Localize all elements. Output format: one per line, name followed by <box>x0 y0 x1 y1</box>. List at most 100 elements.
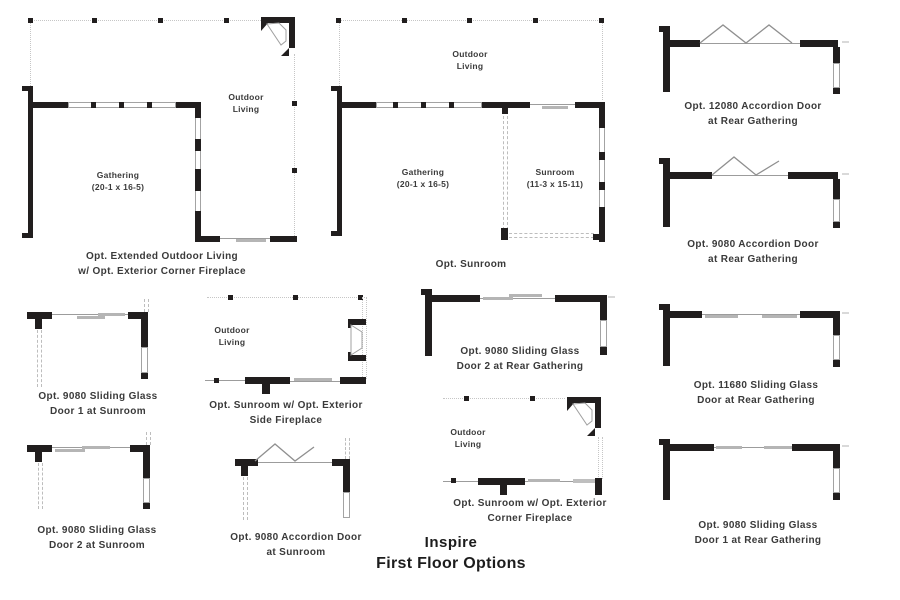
door-track <box>220 238 270 239</box>
wall-cap <box>331 86 342 91</box>
wall <box>833 451 840 468</box>
wall-beyond <box>148 299 149 312</box>
accordion-door-icon <box>711 156 780 176</box>
wall-post <box>91 102 96 108</box>
room-label-sunroom: Sunroom (11-3 x 15-11) <box>526 167 584 189</box>
wall-reference <box>842 173 849 175</box>
side-fireplace-icon <box>348 319 366 361</box>
wall <box>663 439 670 500</box>
wall-cap <box>833 493 840 500</box>
accordion-door-icon <box>699 24 793 44</box>
wall <box>663 304 670 366</box>
wall <box>670 172 712 179</box>
column-post <box>530 396 535 401</box>
wall <box>833 318 840 335</box>
door-track <box>290 381 340 382</box>
wall <box>432 295 480 302</box>
wall <box>663 158 670 227</box>
wall <box>195 139 201 151</box>
door-track <box>530 104 575 105</box>
wall-post <box>449 102 454 108</box>
plan-caption: Opt. Sunroom w/ Opt. Exterior Corner Fir… <box>453 498 607 524</box>
patio-boundary <box>366 297 367 379</box>
wall-post <box>147 102 152 108</box>
column-post <box>158 18 163 23</box>
window <box>833 335 840 360</box>
accordion-door-icon <box>254 443 315 462</box>
corner-fireplace-icon <box>261 17 295 56</box>
door-track <box>52 314 128 315</box>
wall-cap <box>833 360 840 367</box>
wall <box>270 236 297 242</box>
wall <box>600 302 607 320</box>
wall-beyond <box>42 463 43 509</box>
wall <box>663 26 670 92</box>
wall <box>176 102 201 108</box>
window <box>141 347 148 373</box>
wall <box>195 236 220 242</box>
wall-cap <box>22 233 33 238</box>
window <box>143 478 150 503</box>
wall-cap <box>593 234 601 240</box>
sheet-title-plan-name: Inspire <box>424 534 478 551</box>
wall <box>143 452 150 478</box>
wall-beyond <box>243 477 244 520</box>
sunroom-partition <box>509 237 594 238</box>
sliding-door-panel <box>509 294 542 297</box>
wall <box>141 319 148 347</box>
wall-stub <box>241 466 248 476</box>
plan-caption: Opt. Extended Outdoor Living w/ Opt. Ext… <box>78 251 246 277</box>
wall-cap <box>143 503 150 509</box>
column-post <box>28 18 33 23</box>
plan-caption: Opt. 9080 Accordion Door at Rear Gatheri… <box>687 239 819 265</box>
room-label-outdoor-living: Outdoor Living <box>214 325 250 347</box>
sliding-door-panel <box>528 479 560 482</box>
patio-boundary <box>207 297 365 298</box>
wall <box>195 102 201 118</box>
sliding-door-panel <box>55 449 85 452</box>
wall <box>482 102 530 108</box>
plan-caption: Opt. 9080 Sliding Glass Door 2 at Rear G… <box>456 346 584 372</box>
wall-beyond <box>38 463 39 509</box>
patio-boundary <box>30 20 31 86</box>
wall <box>670 311 702 318</box>
wall-stub <box>262 384 270 394</box>
door-track <box>702 314 800 315</box>
wall <box>27 445 52 452</box>
room-label-outdoor-living: Outdoor Living <box>452 49 488 71</box>
wall <box>670 40 700 47</box>
plan-caption: Opt. 12080 Accordion Door at Rear Gather… <box>684 101 822 127</box>
window <box>376 102 482 108</box>
column-post <box>293 295 298 300</box>
plan-caption: Opt. 9080 Sliding Glass Door 1 at Rear G… <box>694 520 822 546</box>
wall-stub <box>35 319 42 329</box>
sliding-door-panel <box>483 297 513 300</box>
wall-reference <box>842 312 849 314</box>
sliding-door-panel <box>705 315 738 318</box>
wall <box>27 312 52 319</box>
wall-cap <box>141 373 148 379</box>
wall <box>195 211 201 242</box>
wall <box>788 172 838 179</box>
wall <box>343 466 350 492</box>
patio-boundary <box>294 54 295 236</box>
column-post <box>358 295 363 300</box>
wall-post <box>119 102 124 108</box>
wall <box>128 312 148 319</box>
wall <box>599 182 605 190</box>
door-track <box>443 481 478 482</box>
door-track <box>712 175 788 176</box>
column-post <box>228 295 233 300</box>
wall-beyond <box>345 438 346 459</box>
door-track <box>700 43 800 44</box>
patio-boundary <box>598 437 599 479</box>
wall-cap <box>600 347 607 355</box>
wall-beyond <box>41 330 42 387</box>
plan-caption: Opt. Sunroom <box>435 259 507 270</box>
plan-caption: Opt. Sunroom w/ Opt. Exterior Side Firep… <box>209 400 363 426</box>
wall <box>337 102 376 108</box>
wall <box>800 311 840 318</box>
wall-cap <box>833 88 840 94</box>
door-track <box>480 298 556 299</box>
wall-beyond <box>37 330 38 387</box>
